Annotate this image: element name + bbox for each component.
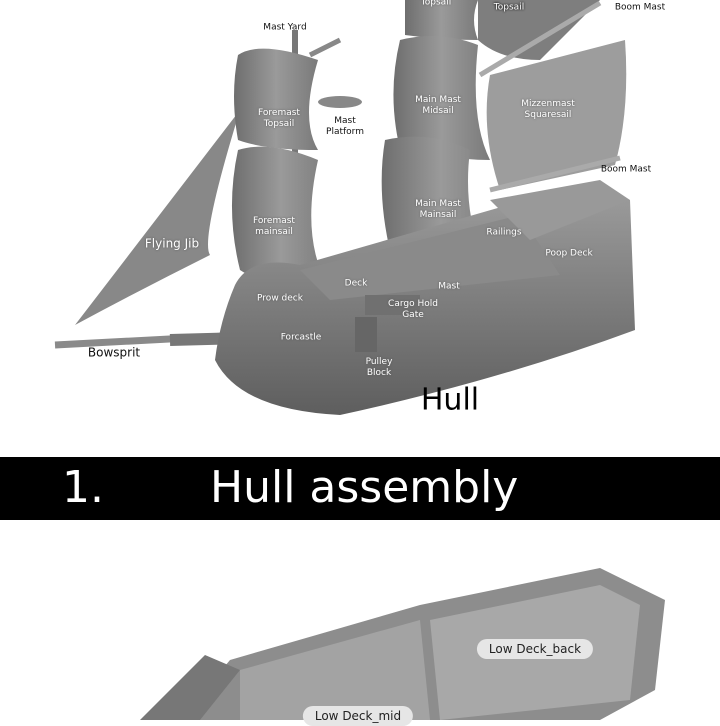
mizzen-topsail-shape xyxy=(478,0,600,60)
label-main-mast-midsail: Main Mast Midsail xyxy=(415,95,461,116)
mast-platform-shape xyxy=(318,96,362,108)
label-pulley-block: Pulley Block xyxy=(365,357,393,378)
label-low-deck-back: Low Deck_back xyxy=(476,639,594,659)
section-header: 1. Hull assembly xyxy=(0,457,720,520)
label-main-mast-mainsail: Main Mast Mainsail xyxy=(415,199,461,220)
label-poop-deck: Poop Deck xyxy=(545,248,593,259)
label-low-deck-mid: Low Deck_mid xyxy=(302,706,414,726)
label-mast-yard: Mast Yard xyxy=(263,22,307,33)
section-number: 1. xyxy=(62,462,104,513)
label-mizzenmast-squaresail: Mizzenmast Squaresail xyxy=(521,99,575,120)
label-bowsprit: Bowsprit xyxy=(87,345,141,360)
label-mast: Mast xyxy=(438,281,460,292)
label-railings: Railings xyxy=(486,227,522,238)
section-title: Hull assembly xyxy=(210,462,519,513)
label-mast-platform: Mast Platform xyxy=(326,116,364,137)
poop-deck-shape xyxy=(490,180,630,240)
label-flying-jib: Flying Jib xyxy=(144,236,200,251)
label-topsail-mizzen: Topsail xyxy=(493,2,525,13)
label-foremast-mainsail: Foremast mainsail xyxy=(253,216,295,237)
main-mast-midsail-shape xyxy=(393,36,490,160)
deck-shape xyxy=(300,215,560,300)
label-hull: Hull xyxy=(420,382,480,418)
foremast-mainsail-shape xyxy=(231,146,330,290)
label-deck: Deck xyxy=(344,278,368,289)
flying-jib-shape xyxy=(75,110,240,325)
label-forcastle: Forcastle xyxy=(280,332,322,343)
foremast-topsail-shape xyxy=(234,48,318,150)
label-cargo-hold-gate: Cargo Hold Gate xyxy=(388,299,438,320)
label-boom-mast: Boom Mast xyxy=(600,164,652,175)
label-boom-mast-top: Boom Mast xyxy=(614,2,666,13)
label-prow-deck: Prow deck xyxy=(257,293,303,304)
mizzenmast-squaresail-shape xyxy=(486,40,627,190)
label-topsail-main: Topsail xyxy=(420,0,452,8)
label-foremast-topsail: Foremast Topsail xyxy=(258,108,300,129)
